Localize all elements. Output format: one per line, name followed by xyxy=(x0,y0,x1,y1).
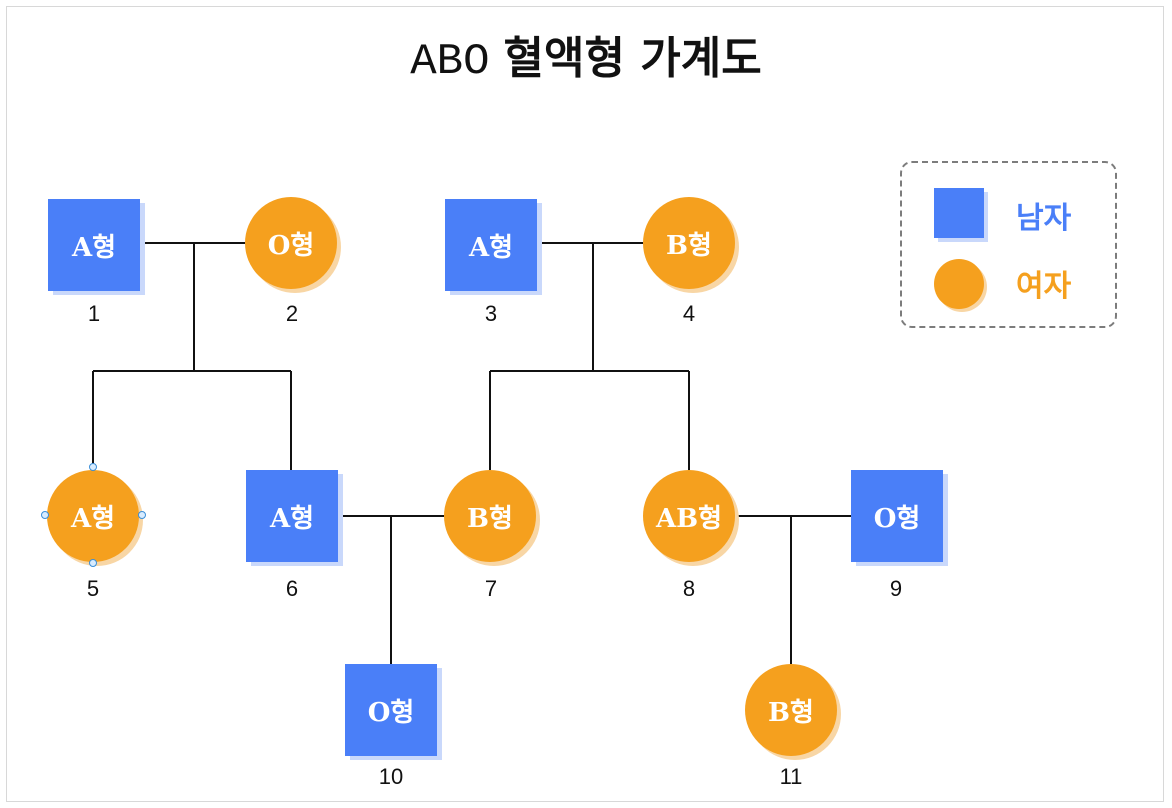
selection-handle-bottom[interactable] xyxy=(89,559,97,567)
person-number: 3 xyxy=(484,301,498,326)
blood-type-label: O형 xyxy=(873,503,921,534)
legend-box: 남자 여자 xyxy=(900,161,1117,328)
blood-type-label: A형 xyxy=(70,503,116,534)
person-9-male[interactable]: O형 xyxy=(851,470,943,562)
person-number: 2 xyxy=(285,301,299,326)
person-1-male[interactable]: A형 xyxy=(48,199,140,291)
page-title: ABO 혈액형 가계도 xyxy=(0,22,1172,87)
person-5-female[interactable]: A형 xyxy=(47,470,139,562)
person-number: 6 xyxy=(285,576,299,601)
person-7-female[interactable]: B형 xyxy=(444,470,536,562)
blood-type-label: O형 xyxy=(267,230,315,261)
blood-type-label: B형 xyxy=(467,503,513,534)
legend-male-label: 남자 xyxy=(1016,201,1072,236)
person-number: 4 xyxy=(682,301,696,326)
blood-type-label: A형 xyxy=(269,503,315,534)
person-number: 1 xyxy=(87,301,101,326)
person-6-male[interactable]: A형 xyxy=(246,470,338,562)
person-number: 10 xyxy=(378,764,404,789)
person-3-male[interactable]: A형 xyxy=(445,199,537,291)
blood-type-label: A형 xyxy=(468,232,514,263)
person-11-female[interactable]: B형 xyxy=(745,664,837,756)
title-part-abo: ABO xyxy=(410,37,490,87)
blood-type-label: AB형 xyxy=(655,503,723,534)
person-number: 8 xyxy=(682,576,696,601)
blood-type-label: B형 xyxy=(768,697,814,728)
legend-female-swatch xyxy=(934,259,984,309)
selection-handle-left[interactable] xyxy=(41,511,49,519)
title-part-korean: 혈액형 가계도 xyxy=(503,33,762,84)
blood-type-label: O형 xyxy=(367,697,415,728)
person-2-female[interactable]: O형 xyxy=(245,197,337,289)
person-number: 9 xyxy=(889,576,903,601)
person-8-female[interactable]: AB형 xyxy=(643,470,735,562)
person-10-male[interactable]: O형 xyxy=(345,664,437,756)
person-number: 5 xyxy=(86,576,100,601)
canvas-frame xyxy=(6,6,1164,802)
blood-type-label: B형 xyxy=(666,230,712,261)
selection-handle-right[interactable] xyxy=(138,511,146,519)
person-number: 11 xyxy=(779,764,803,789)
legend-male-swatch xyxy=(934,188,984,238)
person-4-female[interactable]: B형 xyxy=(643,197,735,289)
legend-female-label: 여자 xyxy=(1016,269,1072,304)
selection-handle-top[interactable] xyxy=(89,463,97,471)
blood-type-label: A형 xyxy=(71,232,117,263)
person-number: 7 xyxy=(484,576,498,601)
